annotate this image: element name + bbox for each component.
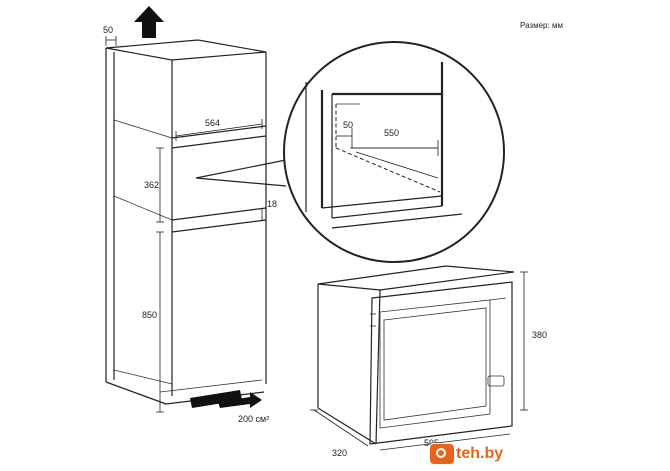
microwave-appliance — [317, 265, 515, 445]
watermark-text: teh.by — [456, 445, 504, 462]
top-gap-label: 50 — [103, 25, 113, 35]
appliance-depth-label: 320 — [332, 448, 347, 458]
airflow-arrow-icon — [190, 390, 262, 408]
watermark: teh.by — [430, 443, 560, 465]
detail-offset-label: 50 — [343, 120, 353, 130]
units-label: Размер: мм — [520, 21, 563, 30]
up-arrow-icon — [134, 6, 164, 38]
detail-view — [283, 41, 505, 263]
cabinet-outline — [105, 39, 267, 405]
appliance-height-label: 380 — [532, 330, 547, 340]
vent-area-label: 200 см² — [238, 414, 269, 424]
niche-width-label: 564 — [205, 118, 220, 128]
shelf-thickness-label: 18 — [267, 199, 277, 209]
niche-height-label: 362 — [144, 180, 159, 190]
floor-height-label: 850 — [142, 310, 157, 320]
teh-logo-icon — [430, 444, 454, 464]
detail-depth-label: 550 — [384, 128, 399, 138]
